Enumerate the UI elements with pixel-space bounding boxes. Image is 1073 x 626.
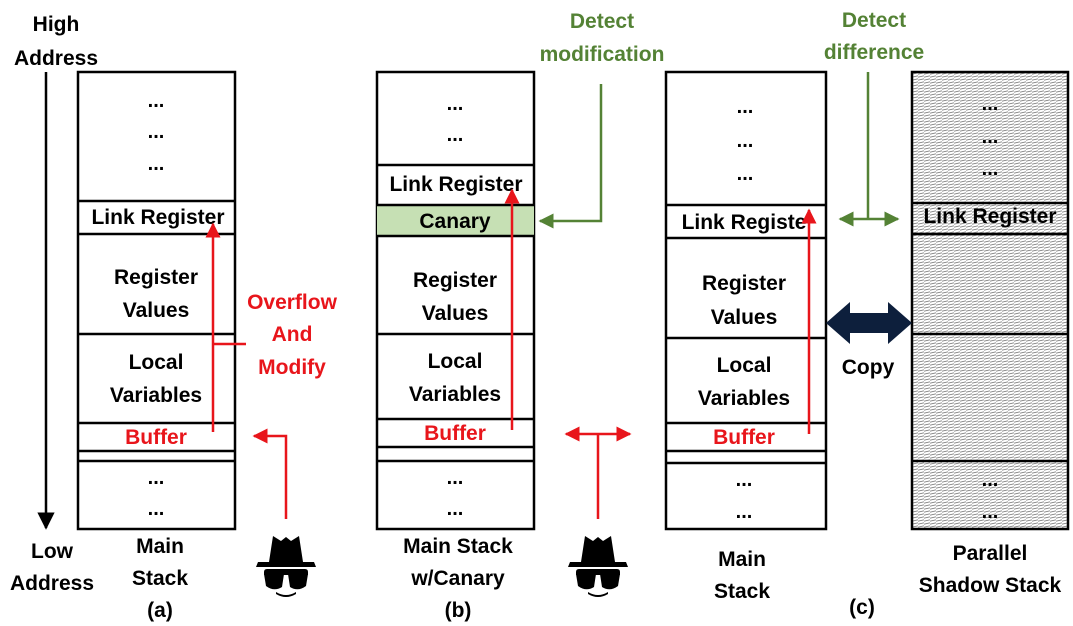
caption-c-shadow-1: Parallel <box>953 542 1028 565</box>
ellipsis: ... <box>737 163 754 185</box>
panel-a: ... ... ... Link Register Register Value… <box>76 70 338 622</box>
local-variables-a-1: Local <box>129 351 184 374</box>
high-address-label-2: Address <box>14 47 98 70</box>
ellipsis: ... <box>447 124 464 146</box>
ellipsis: ... <box>737 130 754 152</box>
ellipsis: ... <box>148 153 165 175</box>
caption-c-main-1: Main <box>718 548 766 571</box>
canary-slot <box>377 205 534 236</box>
caption-c-main-2: Stack <box>714 580 770 603</box>
ellipsis: ... <box>982 126 999 148</box>
detect-modification-1: Detect <box>570 10 634 33</box>
ellipsis: ... <box>447 467 464 489</box>
overflow-note-3: Modify <box>258 356 326 379</box>
ellipsis: ... <box>982 93 999 115</box>
copy-label: Copy <box>842 356 895 379</box>
address-axis: High Address Low Address <box>10 13 98 595</box>
caption-c-shadow-2: Shadow Stack <box>919 574 1062 597</box>
link-register-c: Link Registe <box>682 211 807 234</box>
ellipsis: ... <box>737 96 754 118</box>
overflow-note-1: Overflow <box>247 291 338 314</box>
ellipsis: ... <box>982 469 999 491</box>
ellipsis: ... <box>736 469 753 491</box>
shadow-stack <box>910 70 1070 531</box>
panel-c: ... ... ... Link Registe Register Values… <box>664 9 1070 619</box>
register-values-a-1: Register <box>114 266 198 289</box>
attacker-icon <box>568 536 628 597</box>
main-stack-c <box>664 70 828 531</box>
ellipsis: ... <box>447 93 464 115</box>
high-address-label-1: High <box>33 13 80 36</box>
link-register-b: Link Register <box>389 173 522 196</box>
caption-b-2: w/Canary <box>410 567 505 590</box>
ellipsis: ... <box>148 467 165 489</box>
register-values-c-2: Values <box>711 306 778 329</box>
tag-b: (b) <box>445 599 472 622</box>
local-variables-c-1: Local <box>717 354 772 377</box>
local-variables-b-1: Local <box>428 350 483 373</box>
copy-double-arrow-icon <box>826 302 912 344</box>
ellipsis: ... <box>982 158 999 180</box>
caption-b-1: Main Stack <box>403 535 513 558</box>
local-variables-a-2: Variables <box>110 384 202 407</box>
low-address-label-1: Low <box>31 540 74 563</box>
local-variables-b-2: Variables <box>409 383 501 406</box>
register-values-b-1: Register <box>413 269 497 292</box>
local-variables-c-2: Variables <box>698 387 790 410</box>
ellipsis: ... <box>736 501 753 523</box>
low-address-label-2: Address <box>10 572 94 595</box>
register-values-a-2: Values <box>123 299 190 322</box>
main-stack-b <box>375 70 536 531</box>
ellipsis: ... <box>447 498 464 520</box>
ellipsis: ... <box>148 498 165 520</box>
caption-a-1: Main <box>136 535 184 558</box>
link-register-a: Link Register <box>91 206 224 229</box>
detect-arrow-b <box>538 84 603 229</box>
tag-c: (c) <box>849 596 875 619</box>
overflow-note-2: And <box>272 323 313 346</box>
ellipsis: ... <box>148 121 165 143</box>
panel-b: ... ... Link Register Canary Register Va… <box>375 10 665 622</box>
tag-a: (a) <box>147 599 173 622</box>
buffer-c: Buffer <box>713 426 775 449</box>
buffer-b: Buffer <box>424 422 486 445</box>
detect-difference-2: difference <box>824 41 924 64</box>
detect-difference-1: Detect <box>842 9 906 32</box>
link-register-shadow: Link Register <box>923 205 1056 228</box>
detect-modification-2: modification <box>540 43 665 66</box>
attack-input-arrow-a <box>252 428 288 519</box>
ellipsis: ... <box>982 501 999 523</box>
register-values-b-2: Values <box>422 302 489 325</box>
main-stack-a <box>76 70 237 531</box>
register-values-c-1: Register <box>702 272 786 295</box>
buffer-a: Buffer <box>125 426 187 449</box>
attacker-icon <box>256 536 316 597</box>
ellipsis: ... <box>148 90 165 112</box>
canary-label: Canary <box>419 210 491 233</box>
caption-a-2: Stack <box>132 567 188 590</box>
